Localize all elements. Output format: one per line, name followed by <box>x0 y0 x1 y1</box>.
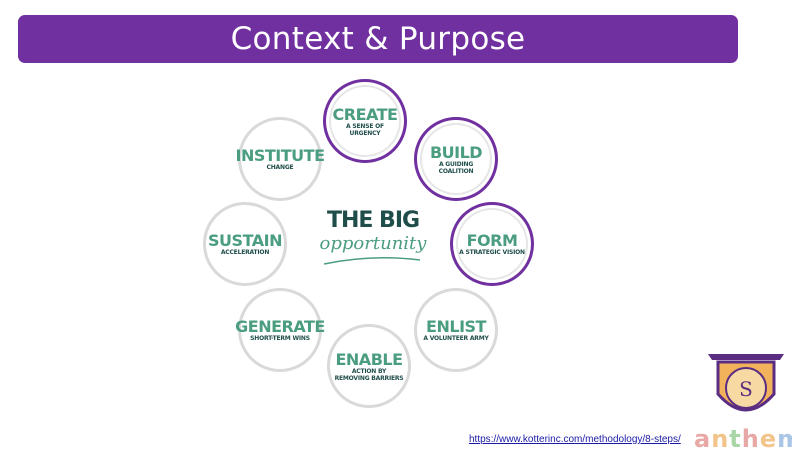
step-subtitle: ACTION BY REMOVING BARRIERS <box>334 367 404 382</box>
step-subtitle: SHORT-TERM WINS <box>250 335 310 342</box>
step-subtitle: A GUIDING COALITION <box>438 160 474 175</box>
kotter-link[interactable]: https://www.kotterinc.com/methodology/8-… <box>469 434 681 445</box>
step-title: ENLIST <box>426 317 486 336</box>
slide-title: Context & Purpose <box>230 21 526 57</box>
step-subtitle: A VOLUNTEER ARMY <box>423 335 489 342</box>
step-title: ENABLE <box>335 349 403 369</box>
crest-icon: S <box>708 354 784 412</box>
step-title: SUSTAIN <box>208 231 282 250</box>
step-create: CREATE A SENSE OF URGENCY <box>323 79 407 163</box>
step-sustain: SUSTAIN ACCELERATION <box>203 202 287 286</box>
brand-letter: n <box>711 425 730 453</box>
school-crest: S <box>700 350 792 457</box>
step-enlist: ENLIST A VOLUNTEER ARMY <box>414 288 498 372</box>
step-institute: INSTITUTE CHANGE <box>235 117 325 201</box>
anthem-logo: anthem <box>694 425 792 453</box>
brand-letter: h <box>741 425 760 453</box>
title-banner: Context & Purpose <box>18 15 738 63</box>
brand-letter: t <box>729 425 742 453</box>
step-title: CREATE <box>332 104 398 124</box>
center-heading: THE BIG <box>326 208 420 233</box>
center-script: opportunity <box>319 233 427 254</box>
step-generate: GENERATE SHORT-TERM WINS <box>235 288 325 372</box>
step-subtitle: ACCELERATION <box>220 249 270 256</box>
step-build: BUILD A GUIDING COALITION <box>414 117 498 201</box>
step-subtitle: CHANGE <box>266 164 294 171</box>
step-form: FORM A STRATEGIC VISION <box>450 202 534 286</box>
step-enable: ENABLE ACTION BY REMOVING BARRIERS <box>327 324 411 408</box>
brand-letter: e <box>759 425 778 453</box>
step-subtitle: A STRATEGIC VISION <box>459 249 525 256</box>
svg-text:S: S <box>739 377 753 401</box>
swoosh-underline <box>323 257 421 265</box>
brand-letter: a <box>694 425 712 453</box>
step-title: INSTITUTE <box>235 146 325 165</box>
step-title: GENERATE <box>235 317 325 336</box>
step-title: FORM <box>466 231 518 250</box>
brand-letter: m <box>777 425 792 453</box>
step-subtitle: A SENSE OF URGENCY <box>346 122 384 137</box>
step-title: BUILD <box>429 142 483 162</box>
